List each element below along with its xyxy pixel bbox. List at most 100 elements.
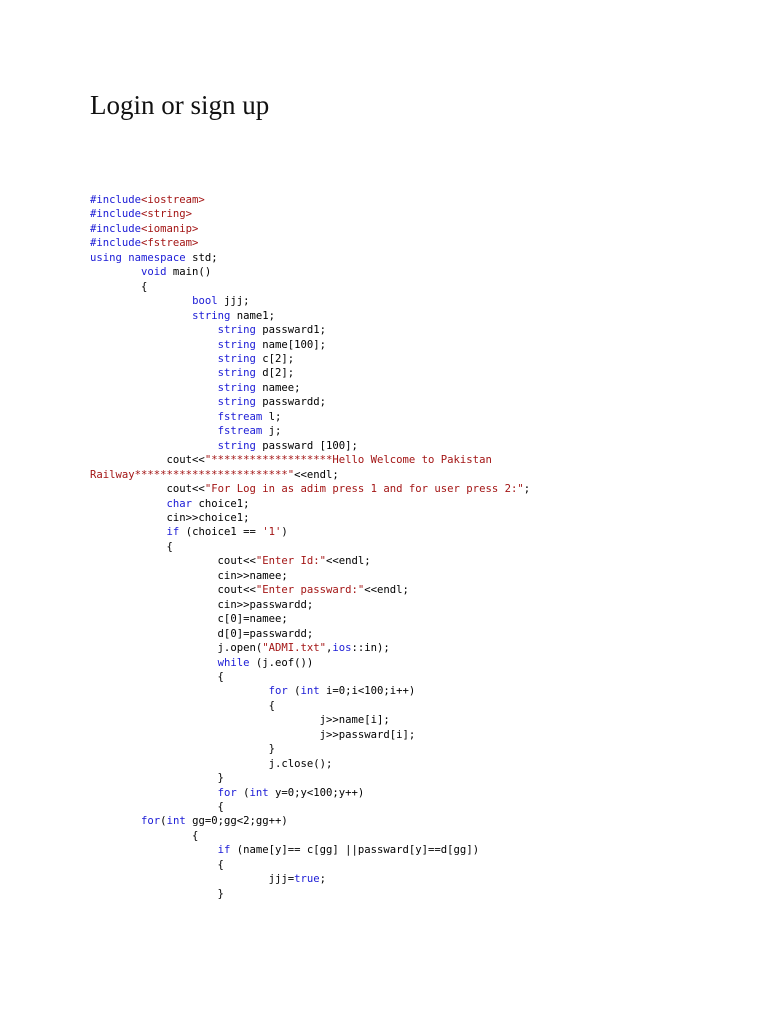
code-line: cout<<"*******************Hello Welcome … xyxy=(90,453,530,467)
code-line: string c[2]; xyxy=(90,352,530,366)
code-line: string passwardd; xyxy=(90,395,530,409)
code-token: i=0;i<100;i++) xyxy=(319,685,416,698)
code-token: jjj= xyxy=(90,873,295,886)
code-line: { xyxy=(90,858,530,872)
code-line: #include<fstream> xyxy=(90,236,530,250)
code-token: , xyxy=(326,642,333,655)
code-token: ) xyxy=(281,526,288,539)
code-line: j.close(); xyxy=(90,757,530,771)
code-line: #include<string> xyxy=(90,207,530,221)
code-token: passwardd; xyxy=(255,396,327,409)
code-line: } xyxy=(90,742,530,756)
code-token: namespace xyxy=(128,251,186,264)
code-token: passward1; xyxy=(255,324,327,337)
code-token: string xyxy=(217,439,256,452)
code-token: <<endl; xyxy=(364,584,409,597)
code-token: ios xyxy=(332,642,352,655)
code-line: #include<iomanip> xyxy=(90,222,530,236)
code-token xyxy=(90,339,218,351)
code-token: string xyxy=(217,324,256,337)
code-token: cin>>choice1; xyxy=(90,511,250,524)
code-line: if (name[y]== c[gg] ||passward[y]==d[gg]… xyxy=(90,843,530,857)
code-line: jjj=true; xyxy=(90,872,530,886)
code-token: passward [100]; xyxy=(255,439,358,452)
code-line: cin>>passwardd; xyxy=(90,598,530,612)
code-line: bool jjj; xyxy=(90,294,530,308)
code-line: string namee; xyxy=(90,381,530,395)
code-token: char xyxy=(166,497,193,510)
code-token: fstream xyxy=(217,425,263,438)
code-line: char choice1; xyxy=(90,497,530,511)
code-token: } xyxy=(90,743,275,756)
code-token: cout<< xyxy=(90,483,205,496)
code-token: ; xyxy=(319,873,327,886)
code-token: bool xyxy=(192,295,218,308)
code-token xyxy=(90,295,192,307)
code-token: #include xyxy=(90,222,142,235)
code-token: cout<< xyxy=(90,555,256,568)
code-token: using xyxy=(90,251,122,264)
code-token: if xyxy=(217,844,231,857)
code-token xyxy=(90,844,218,856)
code-token: <<endl; xyxy=(326,555,371,568)
code-token xyxy=(90,787,218,799)
code-token: (choice1 == xyxy=(179,526,263,539)
code-token: ; xyxy=(523,483,531,496)
code-token: "For Log in as adim press 1 and for user… xyxy=(204,483,524,496)
code-token xyxy=(90,353,218,365)
code-token: void xyxy=(141,266,167,279)
code-token: { xyxy=(90,829,199,842)
code-token: if xyxy=(166,526,180,539)
code-token: string xyxy=(192,309,231,322)
code-token: ::in); xyxy=(351,642,390,655)
code-line: j.open("ADMI.txt",ios::in); xyxy=(90,641,530,655)
code-line: cout<<"For Log in as adim press 1 and fo… xyxy=(90,482,531,496)
code-line: cout<<"Enter Id:"<<endl; xyxy=(90,554,530,568)
code-token: (j.eof()) xyxy=(249,656,314,669)
code-line: string name[100]; xyxy=(90,338,530,352)
code-token: <iostream> xyxy=(141,194,205,206)
code-token: c[2]; xyxy=(255,352,295,365)
code-token: while xyxy=(217,656,250,669)
code-line: c[0]=namee; xyxy=(90,612,530,626)
code-token: d[0]=passwardd; xyxy=(90,627,314,640)
code-token: #include xyxy=(90,194,142,206)
code-line: { xyxy=(90,800,530,814)
code-token: ( xyxy=(236,786,250,799)
code-token: int xyxy=(300,685,320,698)
code-token: "Enter Id:" xyxy=(255,555,326,568)
code-token: main() xyxy=(166,266,212,279)
code-token: { xyxy=(90,801,224,814)
code-token: "Enter passward:" xyxy=(255,584,365,597)
code-token: ( xyxy=(287,685,301,698)
code-token: } xyxy=(90,887,224,900)
code-token: namee; xyxy=(255,381,301,394)
code-line: cin>>choice1; xyxy=(90,511,530,525)
code-token: (name[y]== c[gg] ||passward[y]==d[gg]) xyxy=(230,844,480,857)
code-token: "ADMI.txt" xyxy=(262,642,326,655)
code-token xyxy=(90,440,218,452)
document-title: Login or sign up xyxy=(90,90,270,120)
code-token: Railway************************" xyxy=(90,468,295,481)
code-token: cout<< xyxy=(90,584,256,597)
code-line: for (int y=0;y<100;y++) xyxy=(90,786,530,800)
code-line: cout<<"Enter passward:"<<endl; xyxy=(90,583,530,597)
code-line: } xyxy=(90,771,530,785)
code-token xyxy=(90,396,218,408)
code-token xyxy=(90,367,218,379)
code-token: gg=0;gg<2;gg++) xyxy=(185,815,288,828)
code-token: string xyxy=(217,381,256,394)
code-token: l; xyxy=(262,410,282,423)
code-token: j.close(); xyxy=(90,757,333,770)
code-line: for(int gg=0;gg<2;gg++) xyxy=(90,814,530,828)
code-token: d[2]; xyxy=(255,367,295,380)
code-token: for xyxy=(217,786,237,799)
code-token: choice1; xyxy=(192,497,250,510)
code-line: #include<iostream> xyxy=(90,193,530,207)
code-token: y=0;y<100;y++) xyxy=(268,786,365,799)
code-token: name1; xyxy=(230,309,275,322)
code-token: for xyxy=(268,685,288,698)
code-line: { xyxy=(90,540,530,554)
code-token xyxy=(90,815,141,827)
code-token xyxy=(90,324,218,336)
